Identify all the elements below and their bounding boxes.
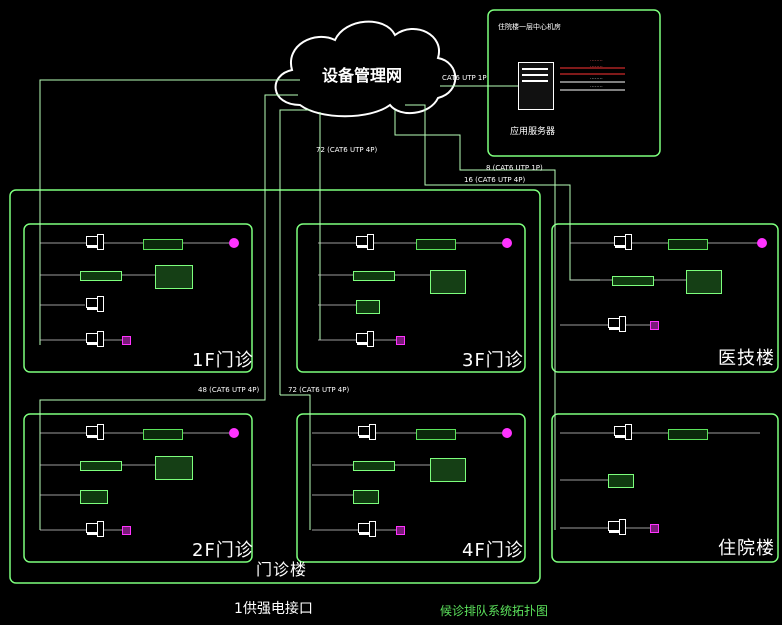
network-cloud — [274, 20, 457, 118]
server-room-box — [487, 9, 661, 157]
server-icon — [518, 62, 556, 110]
speaker-icon — [757, 238, 767, 248]
caller-icon — [396, 336, 405, 345]
zone-3f-box — [296, 223, 526, 373]
queue-terminal-icon — [155, 456, 193, 480]
server-note-4: ········ — [590, 84, 603, 90]
queue-terminal-icon — [430, 458, 466, 482]
cable-label-72-top: 72 (CAT6 UTP 4P) — [316, 146, 378, 154]
pc-icon — [86, 331, 104, 347]
pc-icon — [608, 519, 626, 535]
cable-label-16: 16 (CAT6 UTP 4P) — [464, 176, 526, 184]
server-room-title: 住院楼一层中心机房 — [498, 23, 561, 31]
pc-icon — [86, 424, 104, 440]
server-label: 应用服务器 — [510, 127, 556, 137]
pc-icon — [356, 331, 374, 347]
zone-label-inpatient: 住院楼 — [718, 538, 775, 559]
speaker-icon — [502, 428, 512, 438]
diagram-title: 候诊排队系统拓扑图 — [440, 604, 549, 618]
caller-icon — [122, 336, 131, 345]
outpatient-building-frame — [9, 189, 541, 584]
pc-icon — [86, 521, 104, 537]
pc-icon — [86, 234, 104, 250]
zone-label-1f: 1F门诊 — [192, 350, 254, 371]
pc-icon — [608, 316, 626, 332]
zone-medtech-box — [551, 223, 779, 373]
zone-inpatient-box — [551, 413, 779, 563]
queue-terminal-icon — [430, 270, 466, 294]
router-icon — [80, 490, 108, 504]
pc-icon — [614, 424, 632, 440]
footer-left-label: 1供强电接口 — [234, 601, 313, 617]
zone-4f-box — [296, 413, 526, 563]
switch-icon — [353, 271, 395, 281]
zone-2f-box — [23, 413, 253, 563]
pc-icon — [358, 521, 376, 537]
zone-label-2f: 2F门诊 — [192, 540, 254, 561]
pc-icon — [614, 234, 632, 250]
caller-icon — [122, 526, 131, 535]
switch-icon — [80, 461, 122, 471]
cable-label-server: CAT6 UTP 1P — [442, 74, 487, 82]
server-note-2: ········ — [590, 64, 603, 70]
caller-icon — [650, 524, 659, 533]
display-screen — [416, 429, 456, 440]
display-screen — [416, 239, 456, 250]
zone-label-4f: 4F门诊 — [462, 540, 524, 561]
outpatient-building-label: 门诊楼 — [256, 560, 308, 579]
display-screen — [668, 239, 708, 250]
queue-terminal-icon — [155, 265, 193, 289]
pc-icon — [86, 296, 104, 312]
router-icon — [353, 490, 379, 504]
display-screen — [668, 429, 708, 440]
display-screen — [143, 429, 183, 440]
pc-icon — [358, 424, 376, 440]
cloud-label: 设备管理网 — [322, 66, 403, 85]
caller-icon — [650, 321, 659, 330]
cable-label-8: 8 (CAT6 UTP 1P) — [486, 164, 543, 172]
zone-1f-box — [23, 223, 253, 373]
router-icon — [356, 300, 380, 314]
zone-label-3f: 3F门诊 — [462, 350, 524, 371]
speaker-icon — [502, 238, 512, 248]
cable-label-72-mid: 72 (CAT6 UTP 4P) — [288, 386, 350, 394]
speaker-icon — [229, 238, 239, 248]
caller-icon — [396, 526, 405, 535]
cable-label-48: 48 (CAT6 UTP 4P) — [198, 386, 260, 394]
queue-terminal-icon — [686, 270, 722, 294]
switch-icon — [353, 461, 395, 471]
server-note-3: ········ — [590, 76, 603, 82]
display-screen — [143, 239, 183, 250]
switch-icon — [80, 271, 122, 281]
server-note-1: ········ — [590, 58, 603, 64]
zone-label-medtech: 医技楼 — [718, 348, 775, 369]
router-icon — [608, 474, 634, 488]
speaker-icon — [229, 428, 239, 438]
pc-icon — [356, 234, 374, 250]
switch-icon — [612, 276, 654, 286]
